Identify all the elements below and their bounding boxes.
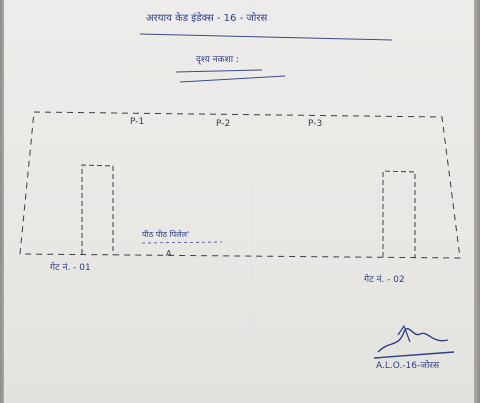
signature-caption: A.L.O.-16-जोरस [376,361,440,371]
map-subtitle: दृश्य नकशा : [196,55,239,65]
header-title: अरयाय केड इंडेक्स - 16 - जोरस [146,13,268,24]
subtitle-underline [175,69,263,73]
paper-fold [252,0,254,403]
gate-1-label: गेट नं. - 01 [50,263,91,273]
building-outline [19,111,461,259]
header-underline [139,33,393,41]
gate-1-outline [81,164,114,255]
room-label: पीठ पीठ पिलेल' [142,230,190,239]
signature [373,327,455,359]
room-marker: A [166,249,172,258]
signature-flourish [397,324,411,343]
wall-label-p1: P-1 [130,117,145,127]
wall-label-p2: P-2 [216,119,231,129]
wall-label-p3: P-3 [308,119,323,129]
gate-2-outline [382,170,416,258]
subtitle-underline-2 [179,75,286,83]
room-label-underline [141,241,223,244]
gate-2-label: गेट नं. - 02 [364,275,405,285]
